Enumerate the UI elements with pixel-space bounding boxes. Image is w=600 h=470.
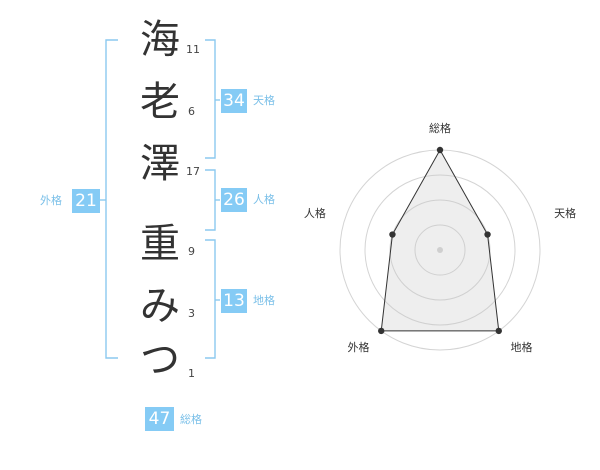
name-char-4: 重: [140, 221, 180, 267]
name-char-1: 海: [140, 17, 180, 63]
gaikaku-bracket: [100, 39, 118, 359]
radar-point: [436, 146, 444, 154]
chikaku-bracket: [205, 239, 220, 359]
radar-ring: [364, 174, 516, 326]
soukaku-label: 総格: [180, 413, 202, 426]
stroke-count-2: 6: [188, 105, 195, 118]
stroke-count-5: 3: [188, 307, 195, 320]
radar-point: [378, 327, 385, 335]
name-char-3: 澤: [140, 141, 180, 187]
jinkaku-bracket: [205, 169, 220, 231]
chikaku-score: 13: [221, 289, 247, 313]
radar-point: [484, 231, 491, 238]
stroke-count-3: 17: [186, 165, 200, 178]
radar-axis-label: 外格: [347, 340, 369, 354]
radar-axis-label: 人格: [304, 206, 326, 220]
radar-axis-label: 総格: [429, 121, 451, 135]
gaikaku-label: 外格: [40, 194, 62, 207]
stroke-count-4: 9: [188, 245, 195, 258]
stroke-count-1: 11: [186, 43, 200, 56]
tenkaku-score: 34: [221, 89, 247, 113]
tenkaku-label: 天格: [253, 94, 275, 107]
radar-area: [380, 148, 500, 332]
name-char-5: み: [140, 283, 180, 329]
jinkaku-score: 26: [221, 188, 247, 212]
tenkaku-bracket: [205, 39, 220, 159]
gaikaku-score: 21: [72, 189, 100, 213]
radar-ring: [414, 224, 466, 276]
radar-point: [389, 231, 396, 238]
chikaku-label: 地格: [253, 294, 275, 307]
radar-point: [495, 327, 502, 335]
radar-axis-label: 地格: [511, 340, 533, 354]
radar-axis-label: 天格: [554, 206, 576, 220]
radar-center: [437, 247, 443, 253]
stroke-count-6: 1: [188, 367, 195, 380]
name-char-6: つ: [140, 337, 180, 383]
name-char-2: 老: [140, 79, 180, 125]
soukaku-score: 47: [145, 407, 174, 431]
radar-ring: [389, 199, 491, 301]
jinkaku-label: 人格: [253, 193, 275, 206]
